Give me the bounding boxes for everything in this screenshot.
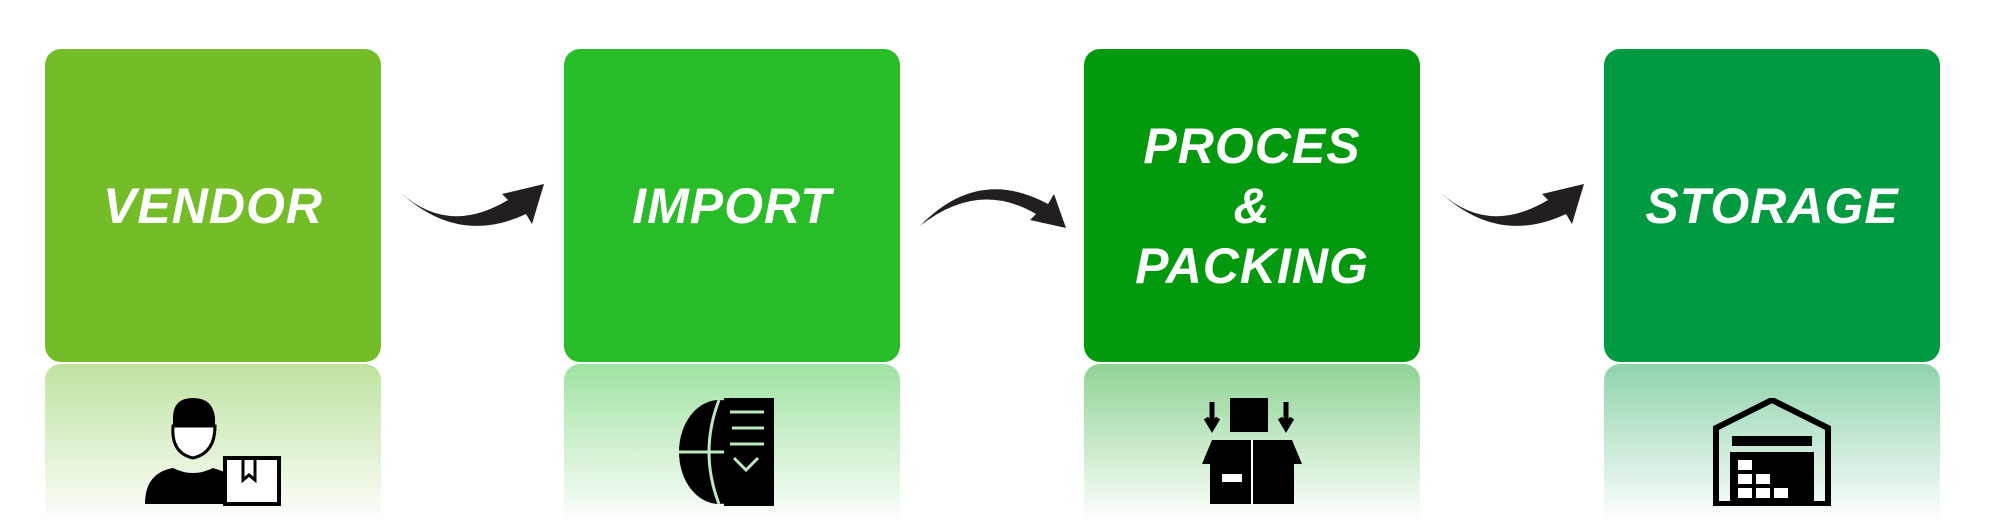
step-label: VENDOR	[103, 177, 323, 234]
globe-import-icon	[679, 398, 774, 506]
step-processing-packing: PROCES & PACKING	[1084, 49, 1420, 362]
step-label: IMPORT	[632, 177, 832, 234]
box-packing-icon	[1202, 398, 1302, 504]
arrow-right-down-icon	[920, 189, 1066, 228]
arrow-right-icon	[400, 184, 544, 226]
step-import: IMPORT	[564, 49, 900, 362]
warehouse-icon	[1713, 398, 1831, 506]
step-storage: STORAGE	[1604, 49, 1940, 362]
step-vendor: VENDOR	[45, 49, 381, 362]
arrow-right-icon	[1440, 184, 1584, 226]
step-label-line3: PACKING	[1135, 237, 1369, 294]
step-label-line2: &	[1233, 177, 1271, 234]
step-label: STORAGE	[1645, 177, 1899, 234]
step-label-line1: PROCES	[1143, 117, 1361, 174]
vendor-with-package-icon	[145, 398, 281, 506]
